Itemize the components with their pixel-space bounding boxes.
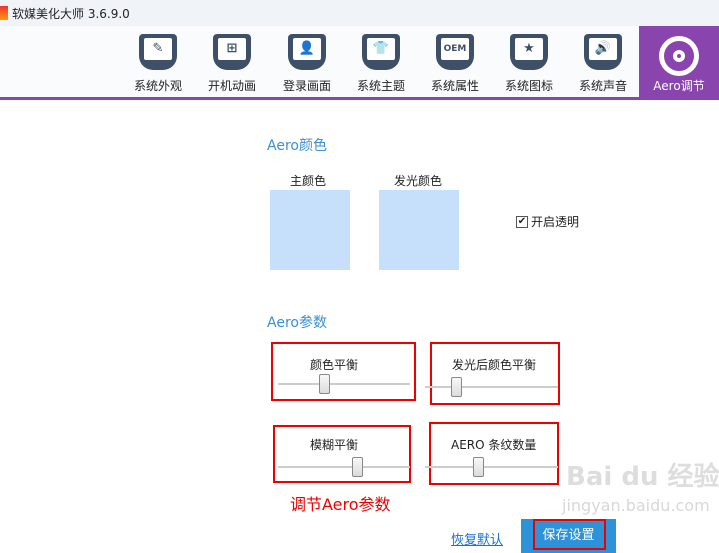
tab-label: 系统图标 [504,79,553,93]
slider-label: 模糊平衡 [310,438,359,452]
windows-logo-icon: ⊞ [213,34,251,70]
slider-thumb[interactable] [450,377,462,397]
app-icon [0,6,8,20]
aero-icon [659,36,699,76]
annotation-text: 调节Aero参数 [290,495,391,514]
afterglow-balance-slider[interactable] [425,377,558,397]
tab-boot-animation[interactable]: ⊞ 开机动画 [195,26,269,97]
highlight-box [533,519,606,550]
speaker-icon: 🔊 [584,34,622,70]
transparency-label: 开启透明 [531,215,580,229]
tab-system-icons[interactable]: ★ 系统图标 [492,26,566,97]
tab-aero-adjust[interactable]: Aero调节 [639,26,719,97]
title-bar: 软媒美化大师 3.6.9.0 [0,0,719,26]
tab-label: 登录画面 [282,79,331,93]
watermark-logo: Bai du 经验 [566,462,719,492]
slider-thumb[interactable] [319,374,331,394]
reset-defaults-link[interactable]: 恢复默认 [451,533,504,548]
tab-label: 系统外观 [133,79,182,93]
color-balance-slider[interactable] [278,374,410,394]
highlight-box [429,422,559,485]
save-settings-button[interactable]: 保存设置 [521,519,616,553]
oem-icon: OEM [436,34,474,70]
window-title: 软媒美化大师 3.6.9.0 [12,6,130,21]
aero-stripe-count-slider[interactable] [425,457,558,477]
tab-system-properties[interactable]: OEM 系统属性 [418,26,492,97]
tab-system-theme[interactable]: 👕 系统主题 [344,26,418,97]
slider-thumb[interactable] [352,457,364,477]
brush-icon: ✎ [139,34,177,70]
tab-label: 系统声音 [578,79,627,93]
watermark-url: jingyan.baidu.com [562,496,710,515]
tab-system-appearance[interactable]: ✎ 系统外观 [121,26,195,97]
tab-label: Aero调节 [653,79,705,93]
tab-label: 系统主题 [356,79,405,93]
tab-label: 开机动画 [207,79,256,93]
tshirt-icon: 👕 [362,34,400,70]
slider-thumb[interactable] [473,457,485,477]
main-color-swatch[interactable] [270,190,350,270]
slider-label: 发光后颜色平衡 [452,358,537,372]
star-icon: ★ [510,34,548,70]
tab-login-screen[interactable]: 👤 登录画面 [270,26,344,97]
slider-label: 颜色平衡 [310,358,359,372]
blur-balance-slider[interactable] [278,457,410,477]
tab-system-sounds[interactable]: 🔊 系统声音 [566,26,640,97]
slider-label: AERO 条纹数量 [451,438,537,452]
toolbar: ✎ 系统外观 ⊞ 开机动画 👤 登录画面 👕 系统主题 OEM 系统属性 ★ 系统图标 🔊 系… [0,26,719,100]
glow-color-label: 发光颜色 [394,174,443,188]
main-color-label: 主颜色 [290,174,327,188]
checkbox-icon[interactable]: ✔ [516,215,528,228]
user-icon: 👤 [288,34,326,70]
highlight-box [430,342,560,405]
aero-params-heading: Aero参数 [267,315,327,331]
glow-color-swatch[interactable] [379,190,459,270]
highlight-box [273,425,411,483]
transparency-checkbox[interactable]: ✔ 开启透明 [516,213,579,230]
aero-color-heading: Aero颜色 [267,138,327,154]
highlight-box [271,342,416,401]
tab-label: 系统属性 [430,79,479,93]
